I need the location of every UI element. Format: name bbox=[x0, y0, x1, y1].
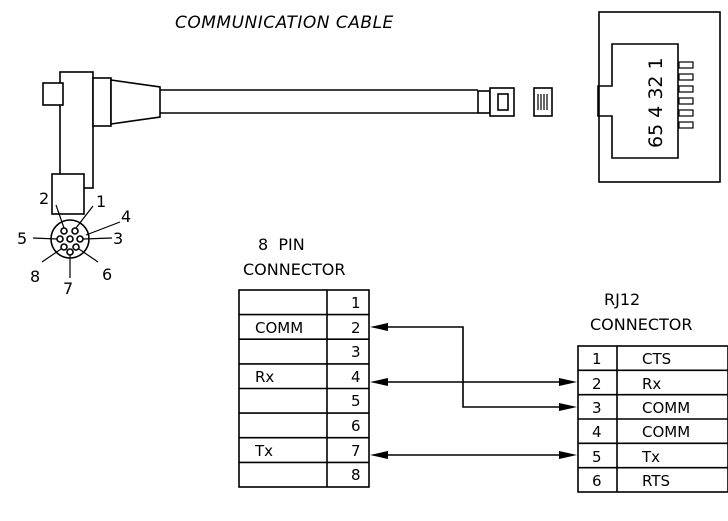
rj12-signal-cell: Tx bbox=[641, 448, 660, 466]
round-pin-label-5: 5 bbox=[17, 229, 27, 248]
angled-plug-body bbox=[59, 71, 94, 189]
jack-pin-numbers: 65 4 32 1 bbox=[645, 57, 667, 148]
wire-tx bbox=[370, 451, 577, 459]
pin8-heading-line1: 8 PIN bbox=[258, 235, 305, 254]
jack-socket-outline bbox=[597, 43, 679, 159]
angled-plug-tab bbox=[42, 82, 64, 106]
pin8-heading-line2: CONNECTOR bbox=[243, 260, 345, 279]
jack-contacts bbox=[678, 61, 694, 129]
arrow-head bbox=[559, 451, 577, 459]
rj12-number-cell: 2 bbox=[592, 375, 602, 393]
rj12-table: 1 2 3 4 5 6 CTS Rx COMM COMM Tx RTS bbox=[577, 345, 728, 493]
pin8-signal-cell: Rx bbox=[255, 368, 274, 386]
rj12-signal-cell: COMM bbox=[642, 423, 690, 441]
pin8-signal-cell: COMM bbox=[255, 319, 303, 337]
connector-leader-lines bbox=[32, 204, 121, 278]
pin8-number-cell: 4 bbox=[351, 368, 361, 386]
jack-outer-frame bbox=[598, 11, 721, 183]
round-pin-label-8: 8 bbox=[30, 267, 40, 286]
pin8-number-cell: 6 bbox=[351, 417, 361, 435]
rj12-signal-cell: Rx bbox=[642, 375, 661, 393]
pin8-number-cell: 8 bbox=[351, 466, 361, 484]
pin8-number-cell: 3 bbox=[351, 343, 361, 361]
round-pin-label-4: 4 bbox=[121, 207, 131, 226]
wire-comm bbox=[370, 323, 577, 411]
arrow-head bbox=[370, 323, 388, 331]
wiring bbox=[370, 323, 577, 459]
arrow-head bbox=[370, 451, 388, 459]
rj12-number-cell: 4 bbox=[592, 423, 602, 441]
rj12-heading-line2: CONNECTOR bbox=[590, 315, 692, 334]
strain-relief bbox=[110, 79, 161, 125]
round-pin-label-7: 7 bbox=[63, 279, 73, 298]
pin8-number-cell: 5 bbox=[351, 392, 361, 410]
round-pin-label-6: 6 bbox=[102, 265, 112, 284]
rj12-signal-cell: COMM bbox=[642, 399, 690, 417]
pin8-number-cell: 2 bbox=[351, 319, 361, 337]
rj12-jack-face: 65 4 32 1 bbox=[597, 11, 721, 183]
round-connector-face: 1 2 3 4 5 6 7 8 bbox=[17, 189, 131, 298]
rj12-number-cell: 6 bbox=[592, 472, 602, 490]
round-pin-label-2: 2 bbox=[39, 189, 49, 208]
round-pin-label-1: 1 bbox=[96, 192, 106, 211]
rj12-number-cell: 3 bbox=[592, 399, 602, 417]
round-pin-label-3: 3 bbox=[113, 229, 123, 248]
rj12-plug-latch bbox=[497, 93, 509, 111]
rj12-signal-cell: RTS bbox=[642, 472, 670, 490]
connector-pin-holes bbox=[56, 227, 84, 256]
wire-rx bbox=[370, 378, 577, 386]
pin8-number-cell: 7 bbox=[351, 442, 361, 460]
rj12-number-cell: 1 bbox=[592, 350, 602, 368]
rj12-heading-line1: RJ12 bbox=[604, 290, 640, 309]
pin8-number-cell: 1 bbox=[351, 294, 361, 312]
rj12-signal-cell: CTS bbox=[642, 350, 671, 368]
arrow-head bbox=[559, 403, 577, 411]
arrow-head bbox=[370, 378, 388, 386]
rj12-number-cell: 5 bbox=[592, 448, 602, 466]
pin8-signal-cell: Tx bbox=[254, 442, 273, 460]
rj12-plug-end bbox=[533, 87, 553, 117]
rj12-plug-contacts bbox=[537, 94, 548, 110]
communication-cable-drawing bbox=[42, 71, 553, 215]
arrow-head bbox=[559, 378, 577, 386]
rj12-boot bbox=[477, 90, 491, 114]
diagram-title: COMMUNICATION CABLE bbox=[175, 13, 394, 33]
plug-collar bbox=[92, 77, 112, 127]
pin8-table: COMM Rx Tx 1 2 3 4 5 6 7 8 bbox=[238, 289, 370, 488]
